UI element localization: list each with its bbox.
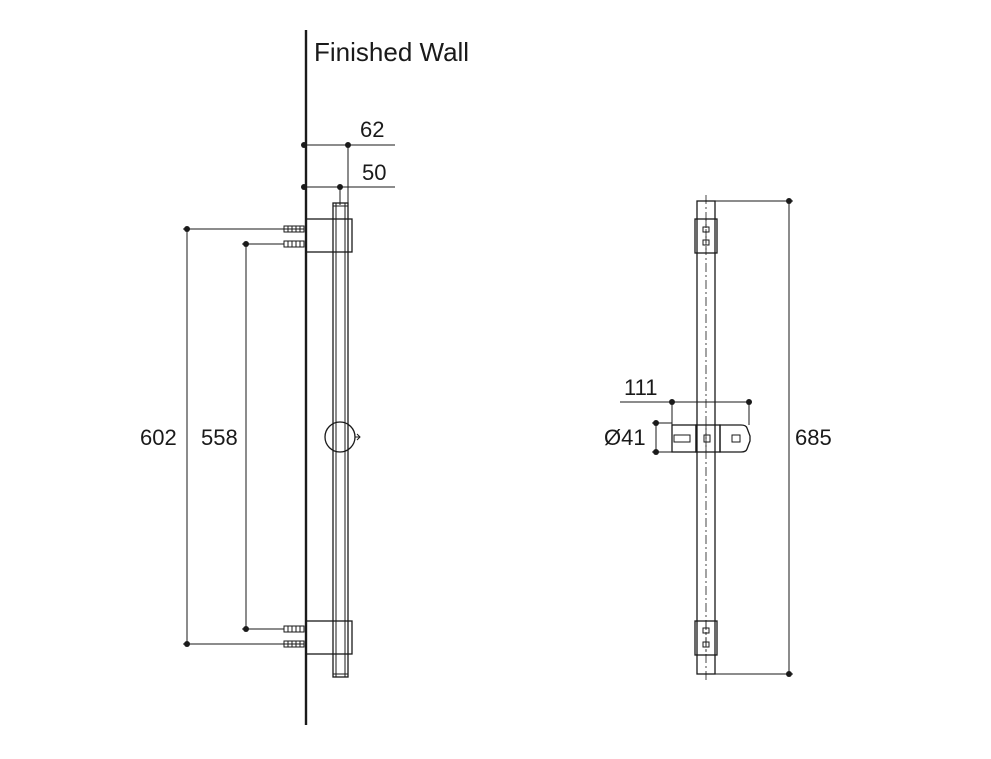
finished-wall-label: Finished Wall	[314, 37, 469, 67]
dimension-602: 602	[140, 226, 304, 647]
dimension-558: 558	[201, 241, 284, 632]
dimension-50: 50	[301, 160, 395, 205]
top-bracket	[305, 218, 353, 253]
dimension-685-label: 685	[795, 425, 832, 450]
dimension-62: 62	[301, 117, 395, 205]
dimension-558-label: 558	[201, 425, 238, 450]
wall-plugs	[283, 225, 305, 648]
dimension-62-label: 62	[360, 117, 384, 142]
dimension-685: 685	[715, 198, 832, 677]
front-slider	[671, 424, 751, 453]
front-top-cap	[694, 218, 718, 254]
side-view: Finished Wall 62 50	[140, 30, 469, 725]
dimension-111-label: 111	[624, 375, 657, 400]
front-view: 111 Ø41 685	[604, 195, 832, 680]
bottom-bracket	[305, 620, 353, 655]
front-bottom-cap	[694, 620, 718, 656]
dimension-111: 111	[620, 375, 752, 425]
dimension-602-label: 602	[140, 425, 177, 450]
dimension-50-label: 50	[362, 160, 386, 185]
side-slider	[324, 421, 361, 453]
dimension-diameter-41-label: Ø41	[604, 425, 646, 450]
dimension-diameter-41: Ø41	[604, 420, 672, 455]
side-rail	[332, 202, 349, 678]
